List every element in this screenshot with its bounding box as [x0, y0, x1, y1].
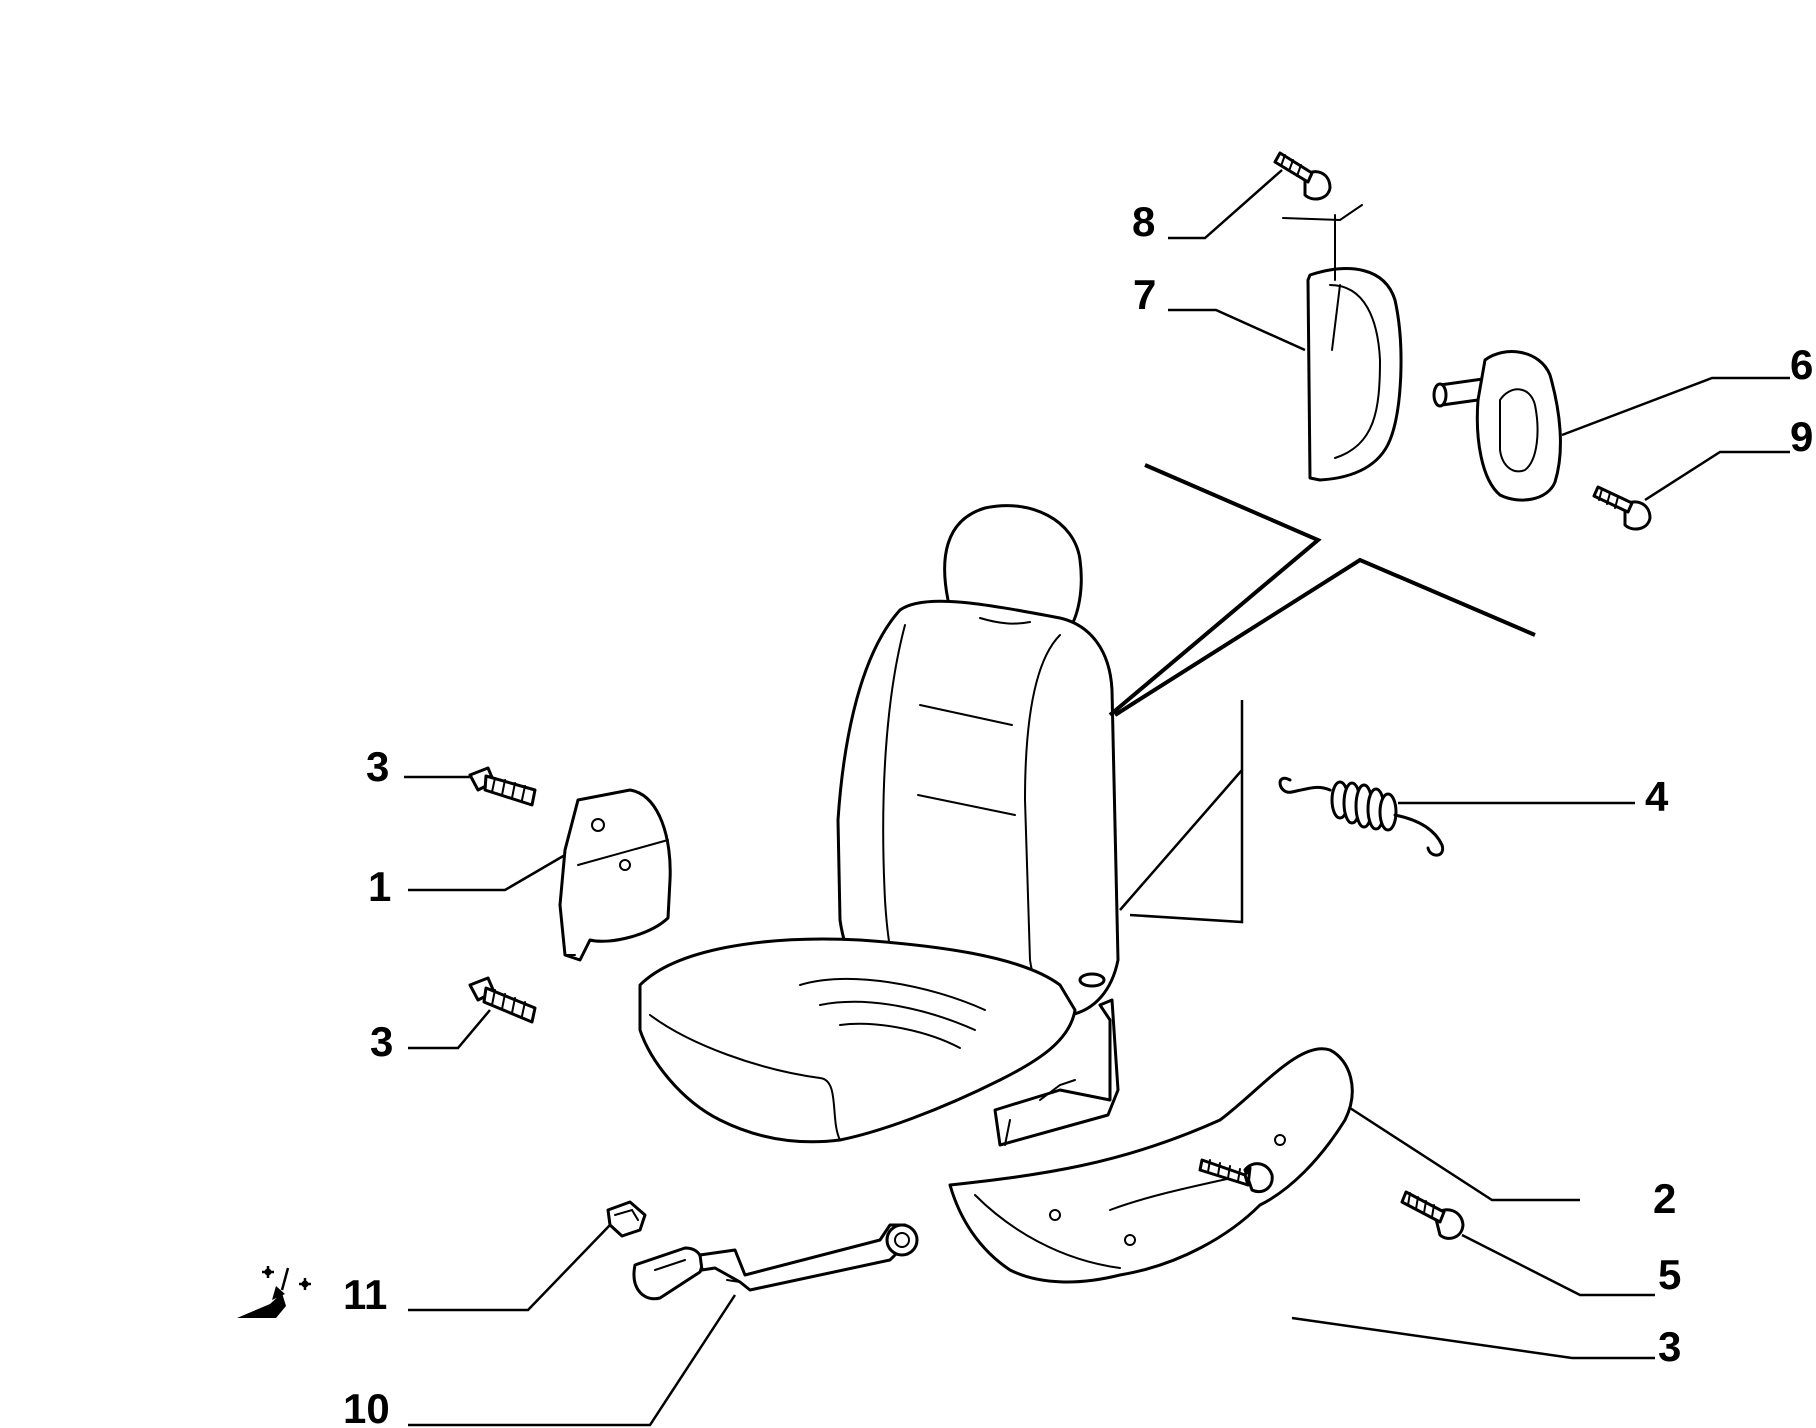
- part-8-screw: [1273, 151, 1363, 281]
- explosion-guide-lines: [1108, 463, 1536, 924]
- label-9: 9: [1790, 413, 1813, 460]
- label-8: 8: [1132, 198, 1155, 245]
- headrest: [943, 504, 1083, 630]
- part-7-backrest-side-trim: [1306, 267, 1403, 482]
- part-9-screw: [1592, 485, 1652, 531]
- part-10-adjust-lever: [632, 1223, 919, 1301]
- label-7: 7: [1133, 271, 1156, 318]
- leader-9: [1644, 450, 1790, 502]
- part-6-recline-knob: [1432, 350, 1562, 502]
- seat-assembly: [638, 504, 1120, 1147]
- seat-adjust-icon: [237, 1266, 311, 1318]
- leader-6: [1561, 376, 1790, 437]
- leader-8: [1168, 169, 1283, 240]
- part-2-side-trim: [948, 1047, 1354, 1284]
- label-2: 2: [1653, 1175, 1676, 1222]
- label-3-lower: 3: [370, 1018, 393, 1065]
- leader-11: [408, 1224, 611, 1312]
- cushion-front-edge: [649, 1014, 841, 1141]
- part-4-tension-spring: [1278, 776, 1445, 857]
- leader-2: [1349, 1106, 1580, 1202]
- part-1-side-cover: [558, 788, 672, 962]
- label-4: 4: [1645, 773, 1669, 820]
- recline-pivot-pin: [1078, 972, 1106, 988]
- leader-5: [1461, 1233, 1655, 1297]
- callout-labels: 1 2 3 3 3 4 5 6 7 8 9 10 11: [343, 198, 1813, 1428]
- seat-cushion: [638, 937, 1077, 1144]
- label-3-bottom: 3: [1658, 1323, 1681, 1370]
- leader-7: [1168, 308, 1306, 352]
- leader-3-lower: [408, 1009, 491, 1050]
- leader-3-bottom: [1291, 1316, 1655, 1360]
- leader-lines: [404, 169, 1790, 1427]
- seat-rail: [993, 998, 1120, 1147]
- label-5: 5: [1658, 1251, 1681, 1298]
- label-10: 10: [343, 1385, 390, 1428]
- label-1: 1: [368, 863, 391, 910]
- part-5-screw: [1400, 1190, 1465, 1240]
- leader-1: [408, 853, 566, 892]
- part-3-screw-bottom: [1198, 1158, 1274, 1194]
- part-3-bolt-lower: [468, 976, 537, 1024]
- label-6: 6: [1790, 341, 1813, 388]
- part-3-bolt-upper: [468, 766, 537, 807]
- leader-10: [408, 1294, 737, 1427]
- label-3-upper: 3: [366, 743, 389, 790]
- label-11: 11: [343, 1271, 387, 1318]
- part-11-clip: [606, 1200, 647, 1238]
